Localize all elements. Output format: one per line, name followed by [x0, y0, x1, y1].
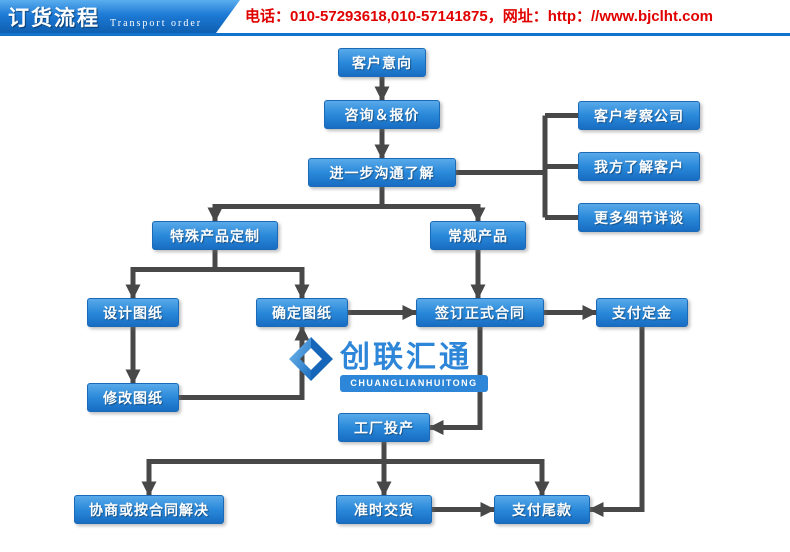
arrow-custom-to-design — [125, 250, 218, 300]
node-negotiate-resolve: 协商或按合同解决 — [74, 495, 224, 524]
arrow-modify-to-confirm — [179, 325, 310, 400]
node-more-details: 更多细节详谈 — [578, 203, 700, 232]
node-factory-produce: 工厂投产 — [338, 413, 430, 442]
node-modify-drawing: 修改图纸 — [87, 383, 179, 412]
node-pay-deposit: 支付定金 — [596, 298, 688, 327]
logo-name-en: CHUANGLIANHUITONG — [340, 375, 488, 392]
diamond-logo-icon — [289, 337, 333, 381]
header-divider — [0, 33, 790, 36]
contact-info: 电话：010-57293618,010-57141875，网址：http：//w… — [245, 8, 713, 25]
node-regular-product: 常规产品 — [430, 221, 526, 250]
arrow-contract-to-produce — [428, 327, 483, 435]
page-title: 订货流程 — [8, 5, 100, 30]
node-client-visit: 客户考察公司 — [578, 101, 700, 130]
arrow-produce-to-resolve — [141, 442, 387, 497]
node-pay-balance: 支付尾款 — [494, 495, 590, 524]
node-confirm-drawing: 确定图纸 — [256, 298, 348, 327]
node-customer-intent: 客户意向 — [338, 48, 426, 77]
node-know-client: 我方了解客户 — [578, 152, 700, 181]
page-subtitle: Transport order — [110, 18, 203, 29]
node-design-drawing: 设计图纸 — [87, 298, 179, 327]
node-ontime-delivery: 准时交货 — [336, 495, 432, 524]
node-communicate: 进一步沟通了解 — [308, 158, 456, 187]
company-logo: 创联汇通 CHUANGLIANHUITONG — [286, 332, 488, 398]
arrow-communicate-to-custom — [207, 187, 385, 223]
arrow-produce-to-balance — [384, 459, 550, 497]
arrow-communicate-to-regular — [382, 204, 486, 223]
arrow-deposit-to-balance — [588, 327, 645, 517]
title-banner: 订货流程 Transport order — [0, 0, 240, 33]
page-header: 订货流程 Transport order 电话：010-57293618,010… — [0, 0, 790, 33]
node-sign-contract: 签订正式合同 — [416, 298, 544, 327]
logo-name-cn: 创联汇通 — [340, 341, 472, 374]
arrow-custom-to-confirm — [215, 267, 310, 300]
node-custom-product: 特殊产品定制 — [152, 221, 278, 250]
connector-communicate-to-right-list — [456, 113, 578, 220]
node-consult-quote: 咨询＆报价 — [324, 100, 440, 129]
